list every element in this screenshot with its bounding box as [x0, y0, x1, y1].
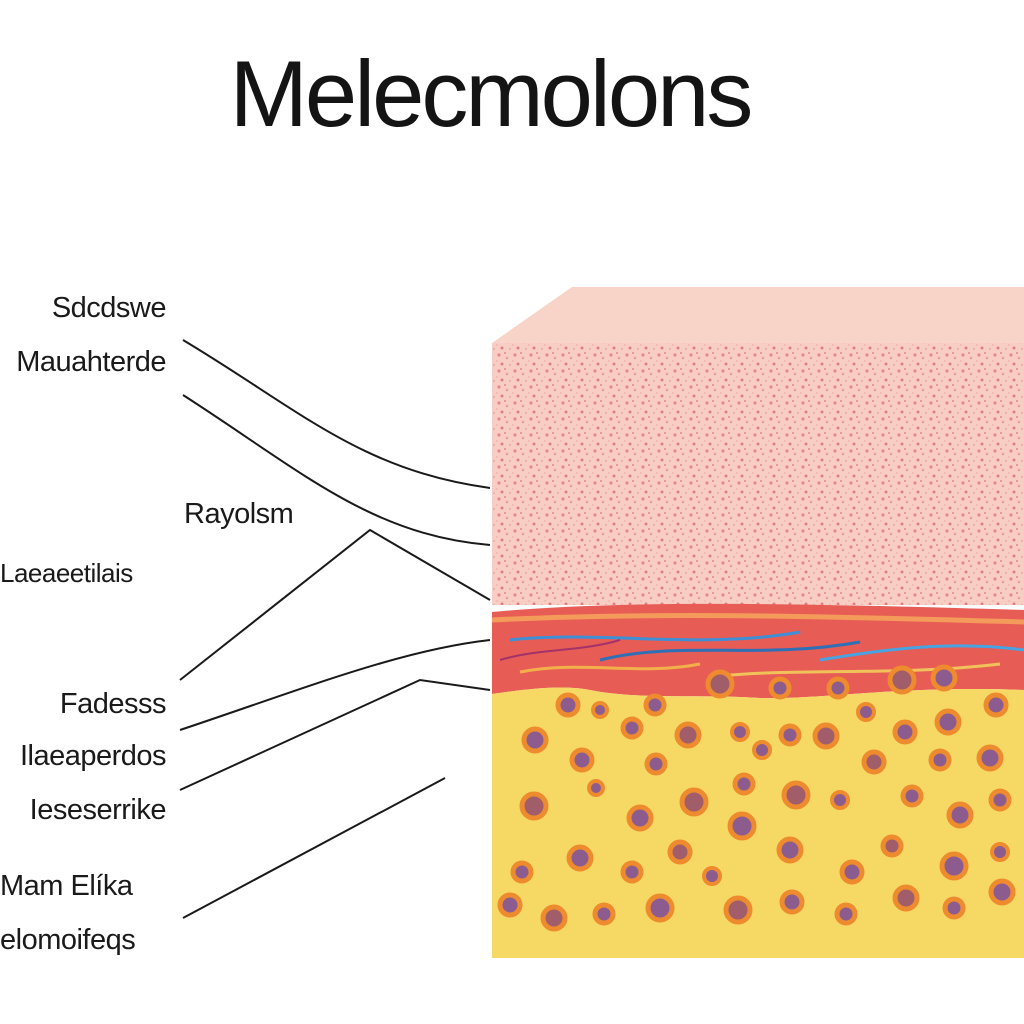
fat-cell: [705, 669, 735, 699]
label-1: Sdcdswe: [51, 292, 167, 324]
fat-cell: [946, 801, 974, 829]
label-8: Mam Elíka: [0, 870, 133, 902]
fat-cell: [727, 811, 757, 841]
fat-cell: [723, 895, 753, 925]
fat-cell: [934, 708, 962, 736]
fat-cell: [834, 902, 858, 926]
leader-line-5: [179, 678, 491, 791]
label-6: Ilaeaperdos: [19, 740, 167, 772]
fat-cell: [592, 902, 616, 926]
fat-cell: [643, 693, 667, 717]
fat-cell: [779, 889, 805, 915]
fat-cell: [752, 740, 772, 760]
fat-cell: [510, 860, 534, 884]
epidermis-layer: [492, 343, 1024, 605]
fat-cell: [856, 702, 876, 722]
fat-cell: [497, 892, 523, 918]
label-3: Rayolsm: [184, 498, 294, 530]
fat-cell: [826, 676, 850, 700]
fat-cell: [566, 844, 594, 872]
leader-line-1: [182, 339, 491, 489]
fat-cell: [555, 692, 581, 718]
fat-cell: [679, 787, 709, 817]
label-5: Fadesss: [59, 688, 167, 720]
label-4: Laeaeetilais: [0, 558, 133, 588]
leader-line-6: [182, 777, 446, 919]
fat-cell: [781, 780, 811, 810]
fat-cell: [620, 860, 644, 884]
fat-cell: [702, 866, 722, 886]
fat-cell: [892, 884, 920, 912]
fat-cell: [667, 839, 693, 865]
fat-cell: [887, 665, 917, 695]
fat-cells: [497, 664, 1016, 932]
fat-cell: [861, 749, 887, 775]
label-7: Ieseserrike: [29, 794, 167, 826]
fat-cell: [626, 804, 654, 832]
fat-cell: [939, 851, 969, 881]
fat-cell: [928, 748, 952, 772]
fat-cell: [645, 893, 675, 923]
fat-cell: [830, 790, 850, 810]
fat-cell: [880, 834, 904, 858]
fat-cell: [892, 719, 918, 745]
fat-cell: [732, 772, 756, 796]
fat-cell: [540, 904, 568, 932]
fat-cell: [983, 692, 1009, 718]
fat-cell: [839, 859, 865, 885]
fat-cell: [768, 676, 792, 700]
label-2: Mauahterde: [16, 346, 166, 378]
hypodermis-layer: [492, 687, 1024, 958]
fat-cell: [521, 726, 549, 754]
fat-cell: [587, 779, 605, 797]
skin-top-face: [492, 287, 1024, 343]
fat-cell: [730, 722, 750, 742]
fat-cell: [976, 744, 1004, 772]
fat-cell: [812, 722, 840, 750]
fat-cell: [644, 752, 668, 776]
label-9: elomoifeqs: [0, 924, 136, 956]
leader-lines: [179, 339, 491, 919]
fat-cell: [674, 721, 702, 749]
fat-cell: [988, 878, 1016, 906]
leader-line-2: [182, 394, 491, 546]
fat-cell: [942, 896, 966, 920]
fat-cell: [776, 836, 804, 864]
leader-line-3: [179, 528, 491, 681]
fat-cell: [620, 716, 644, 740]
fat-cell: [569, 747, 595, 773]
fat-cell: [990, 842, 1010, 862]
fat-cell: [519, 791, 549, 821]
fat-cell: [591, 701, 609, 719]
fat-cell: [930, 664, 958, 692]
fat-cell: [988, 788, 1012, 812]
leader-line-4: [179, 639, 491, 731]
diagram-title: Melecmolons: [229, 41, 754, 146]
fat-cell: [778, 723, 802, 747]
fat-cell: [900, 784, 924, 808]
